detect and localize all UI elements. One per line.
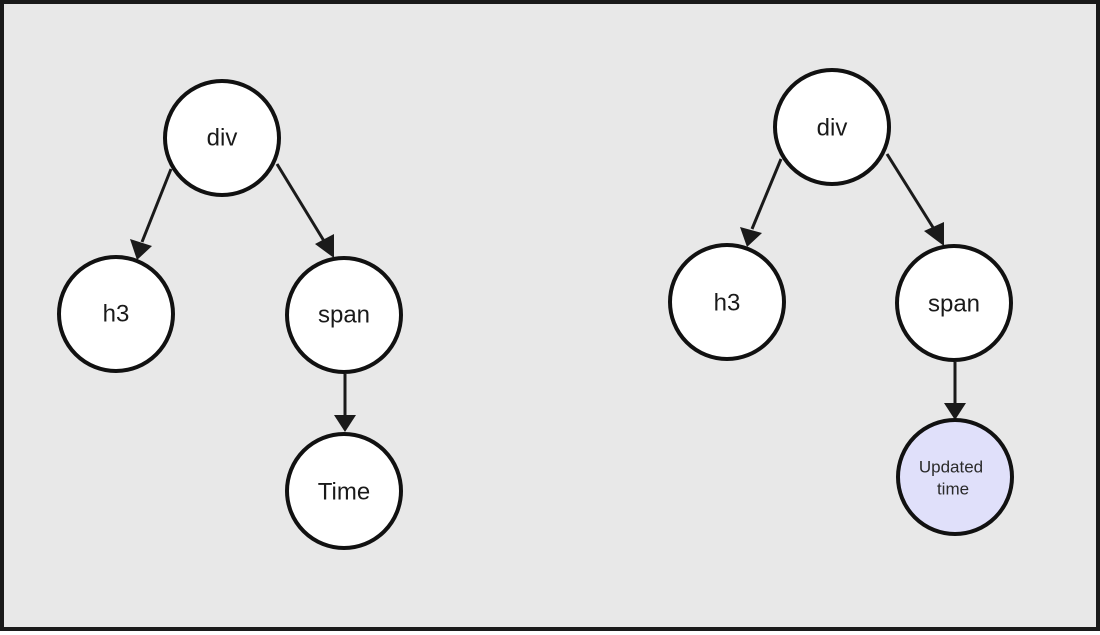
right-node-updated-time-label-line2: time: [937, 480, 969, 499]
right-node-div-circle: [773, 68, 891, 186]
left-node-div: div: [163, 79, 281, 197]
arrowhead-left-span: [315, 234, 334, 258]
left-node-span: span: [285, 256, 403, 374]
right-node-span-circle: [895, 244, 1013, 362]
right-node-div-label: div: [817, 115, 848, 142]
arrowhead-left-time: [334, 415, 356, 432]
arrowhead-left-h3: [130, 239, 152, 260]
arrowhead-right-span: [924, 222, 944, 246]
right-node-span-label: span: [928, 291, 980, 318]
right-node-updated-time-circle: [896, 418, 1014, 536]
right-tree: div h3 span Updated time: [668, 68, 1014, 536]
edge-right-div-to-h3: [750, 158, 783, 230]
arrowhead-right-updated: [944, 403, 966, 420]
right-node-h3-label: h3: [714, 290, 741, 317]
arrowhead-right-h3: [740, 227, 762, 247]
right-node-h3: h3: [668, 243, 786, 361]
left-node-div-label: div: [207, 125, 238, 152]
right-tree-edges: [740, 153, 966, 420]
left-node-time: Time: [285, 432, 403, 550]
edge-left-div-to-h3: [140, 168, 173, 243]
right-node-span: span: [895, 244, 1013, 362]
right-node-div: div: [773, 68, 891, 186]
right-node-updated-time-label-line1: Updated: [919, 458, 983, 477]
left-node-div-circle: [163, 79, 281, 197]
right-node-updated-time: Updated time: [896, 418, 1014, 536]
edge-right-div-to-span: [885, 153, 936, 230]
left-node-h3-circle: [57, 255, 175, 373]
left-node-span-label: span: [318, 302, 370, 329]
left-node-time-label: Time: [318, 479, 370, 506]
left-node-h3: h3: [57, 255, 175, 373]
left-tree: div h3 span Time: [57, 79, 403, 550]
left-node-span-circle: [285, 256, 403, 374]
left-tree-edges: [130, 163, 356, 432]
edge-left-div-to-span: [275, 163, 326, 242]
left-node-time-circle: [285, 432, 403, 550]
right-node-h3-circle: [668, 243, 786, 361]
left-node-h3-label: h3: [103, 301, 130, 328]
virtual-dom-diagram: div h3 span Time div h3: [57, 68, 1014, 550]
